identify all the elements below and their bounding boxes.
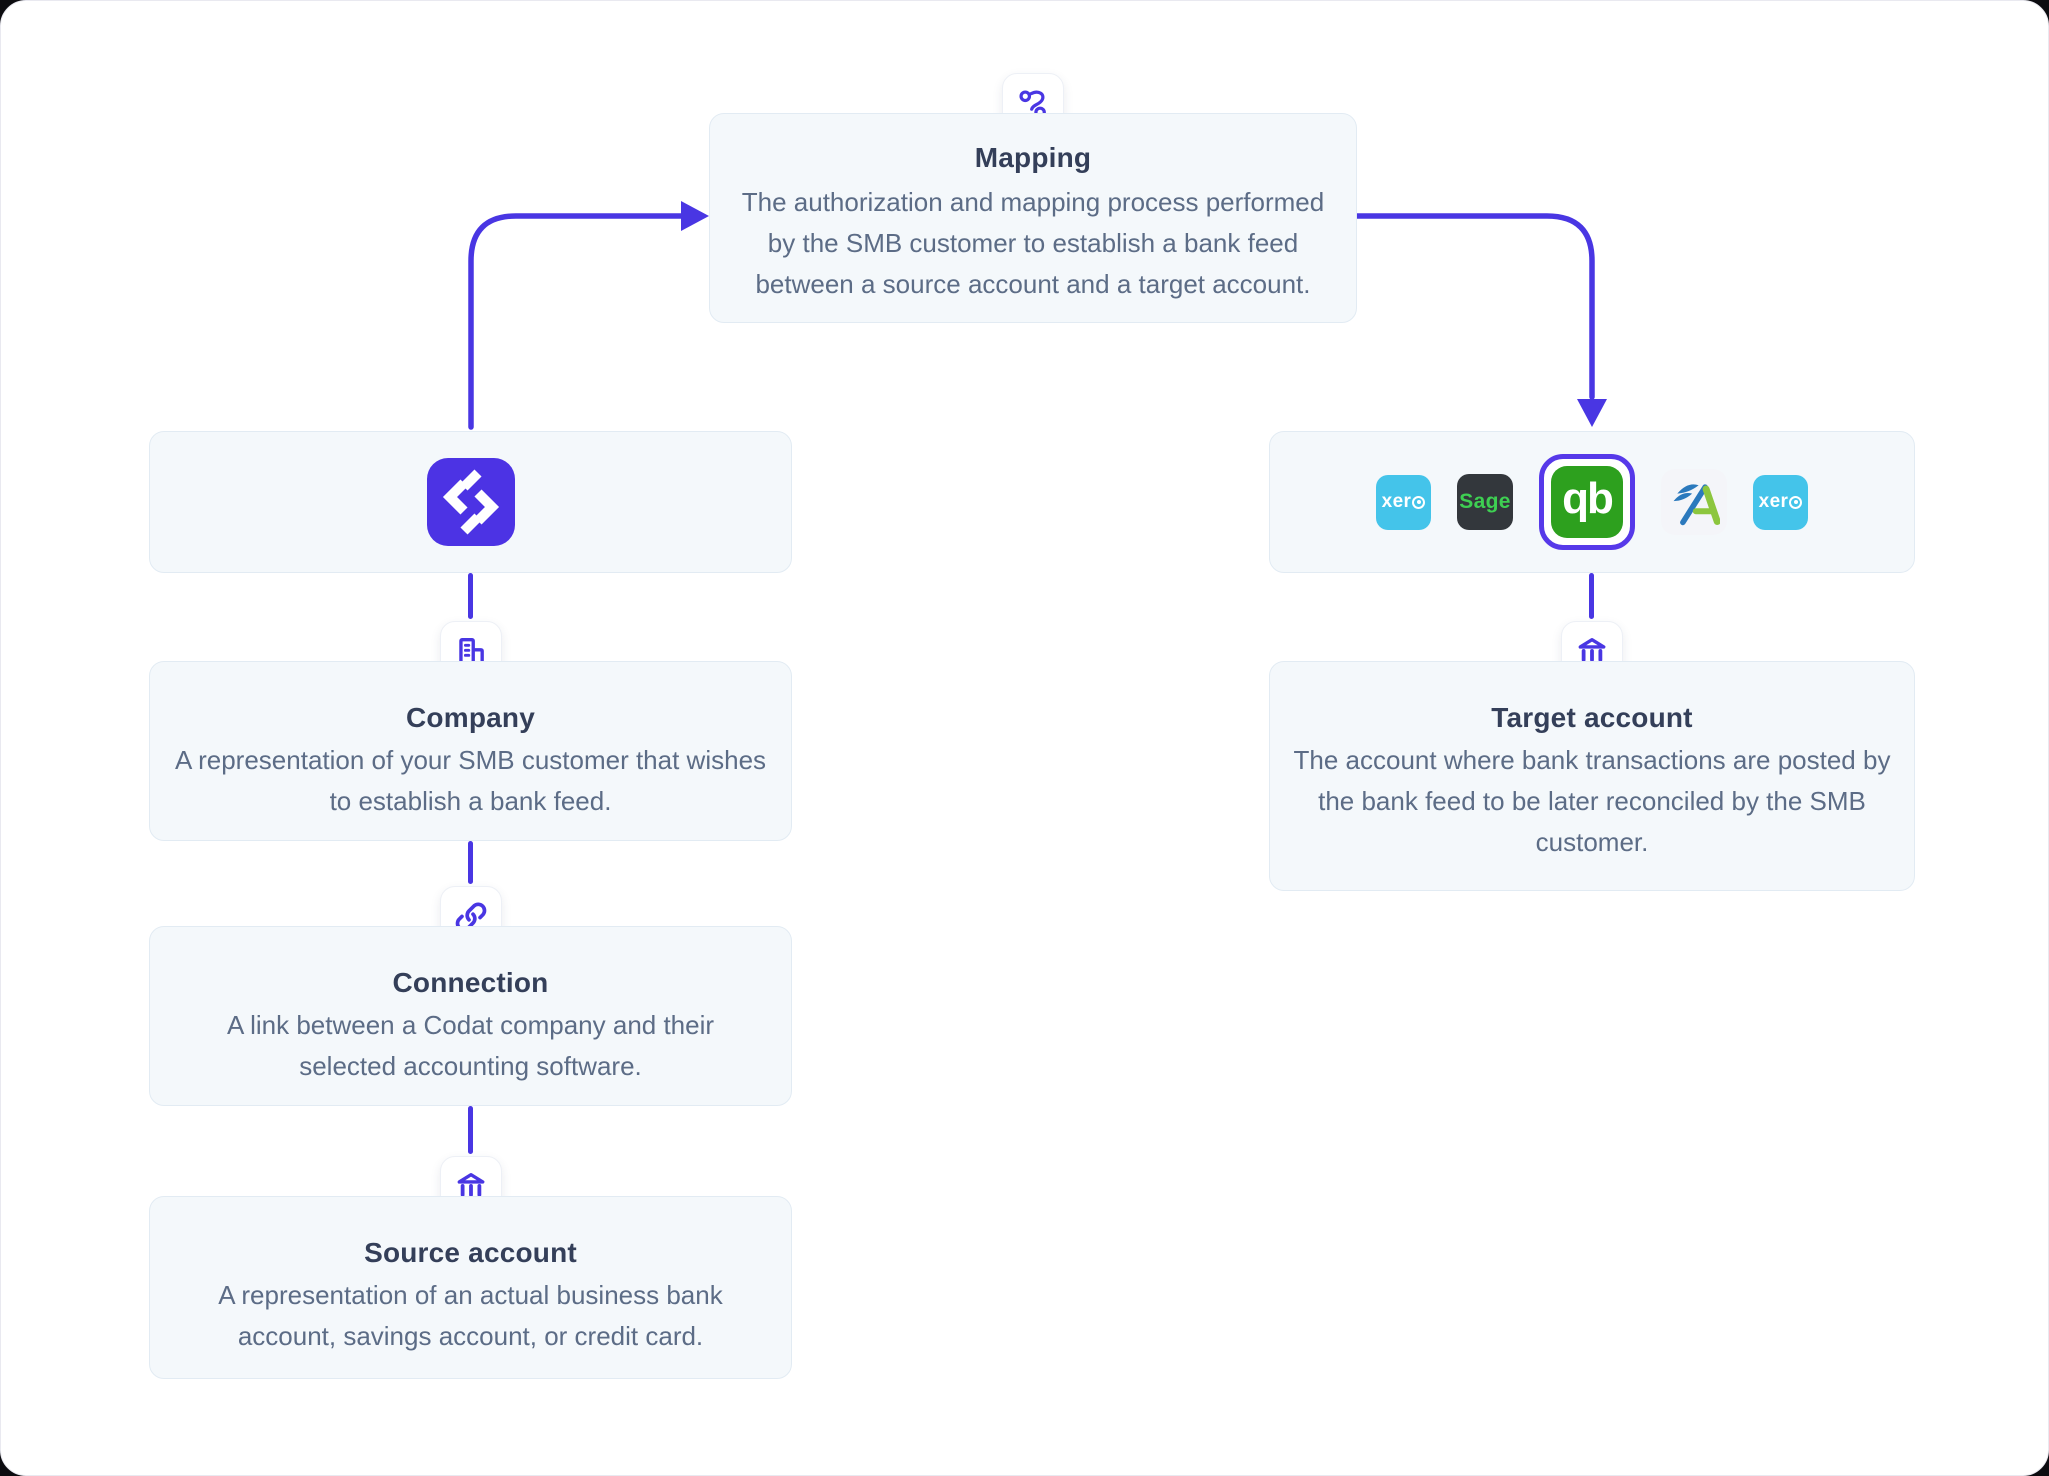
node-description: The account where bank transactions are … <box>1293 745 1891 858</box>
node-mapping: Mapping The authorization and mapping pr… <box>709 113 1357 323</box>
node-source-account: Source account A representation of an ac… <box>149 1196 792 1379</box>
node-description: A representation of your SMB customer th… <box>174 745 767 817</box>
codat-chevrons-icon <box>442 469 499 535</box>
node-description: The authorization and mapping process pe… <box>741 187 1325 300</box>
connector-company-to-connection <box>468 841 473 884</box>
node-title: Company <box>406 702 535 733</box>
sage-logo-text: Sage <box>1459 490 1511 513</box>
arrow-mapping-to-platforms <box>1354 213 1595 400</box>
node-title: Target account <box>1491 702 1693 733</box>
freeagent-logo <box>1661 469 1727 535</box>
xero-logo-text: xer <box>1382 491 1426 513</box>
xero-o-icon <box>1412 495 1426 509</box>
connector-logo-to-company <box>468 573 473 619</box>
node-connection: Connection A link between a Codat compan… <box>149 926 792 1106</box>
arrow-company-to-mapping <box>468 213 684 430</box>
freeagent-a-icon <box>1673 484 1720 526</box>
node-description: A representation of an actual business b… <box>218 1280 723 1352</box>
quickbooks-logo-text: qb <box>1562 474 1614 523</box>
node-codat <box>149 431 792 573</box>
xero-o-icon <box>1789 495 1803 509</box>
connector-connection-to-source <box>468 1106 473 1154</box>
connector-platforms-to-target <box>1589 573 1594 619</box>
arrowhead-right-icon <box>681 201 709 231</box>
xero-logo: xer <box>1753 474 1808 530</box>
node-title: Source account <box>364 1237 577 1268</box>
node-description: A link between a Codat company and their… <box>226 1010 715 1082</box>
node-accounting-platforms: xer Sage qb xer <box>1269 431 1915 573</box>
node-title: Connection <box>392 967 549 998</box>
sage-logo: Sage <box>1457 474 1513 530</box>
node-title: Mapping <box>974 142 1092 173</box>
arrowhead-down-icon <box>1577 399 1607 427</box>
xero-logo-text: xer <box>1759 491 1803 513</box>
xero-logo: xer <box>1376 474 1431 530</box>
codat-logo <box>426 458 515 546</box>
quickbooks-logo: qb <box>1551 466 1623 538</box>
quickbooks-selected-ring: qb <box>1539 454 1635 550</box>
node-company: Company A representation of your SMB cus… <box>149 661 792 841</box>
node-target-account: Target account The account where bank tr… <box>1269 661 1915 891</box>
